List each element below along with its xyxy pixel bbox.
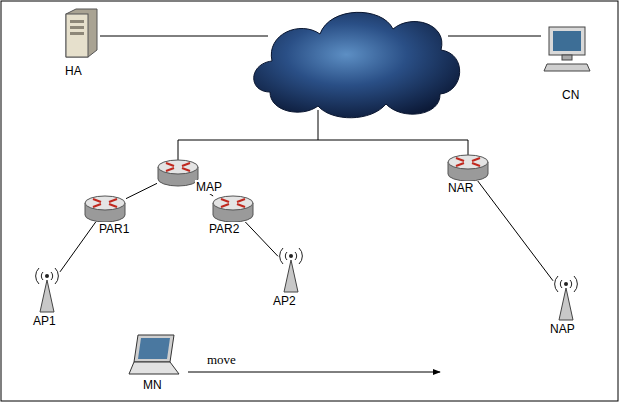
router-arrow (109, 199, 117, 202)
access-point-node: NAP (553, 276, 579, 320)
keyboard (544, 64, 590, 71)
network-link (126, 183, 157, 198)
router-arrow (109, 204, 117, 207)
device-label: MAP (195, 180, 223, 194)
internet-cloud (254, 12, 460, 117)
radio-wave (285, 252, 287, 260)
router-arrow (182, 163, 190, 166)
computer-node: CN (543, 26, 591, 72)
router-node: NAR (447, 155, 489, 181)
radio-wave (51, 272, 53, 280)
antenna-tower (40, 280, 54, 312)
router-node: PAR1 (84, 196, 126, 222)
antenna-tip (289, 254, 293, 258)
router-node: PAR2 (212, 196, 254, 222)
device-icon (543, 26, 591, 72)
laptop-lid (134, 335, 174, 362)
device-label: AP2 (272, 294, 297, 308)
device-icon (157, 160, 199, 186)
router-top (448, 155, 488, 169)
device-icon (553, 276, 579, 320)
device-icon (34, 268, 60, 312)
antenna-tip (45, 274, 49, 278)
router-node: MAP (157, 160, 199, 186)
device-label: AP1 (32, 314, 57, 328)
network-link (60, 222, 96, 272)
device-icon (62, 8, 98, 58)
network-link (245, 222, 278, 256)
router-arrow (93, 199, 101, 202)
device-label: PAR1 (98, 222, 130, 236)
drive-bay (70, 32, 84, 35)
device-icon (447, 155, 489, 181)
access-point-node: AP1 (34, 268, 60, 312)
screen (553, 31, 581, 51)
device-label: NAR (447, 181, 474, 195)
device-icon (278, 248, 304, 292)
server-side (66, 9, 97, 57)
radio-wave (574, 276, 577, 292)
device-label: HA (64, 64, 83, 78)
server-node: HA (62, 8, 98, 58)
radio-wave (280, 248, 283, 264)
router-arrow (237, 204, 245, 207)
router-arrow (166, 168, 174, 171)
laptop-keyboard (129, 362, 179, 374)
radio-wave (41, 272, 43, 280)
antenna-tower (559, 288, 573, 320)
monitor-stand (562, 55, 572, 60)
radio-wave (55, 268, 58, 284)
laptop-node: MN (128, 334, 180, 376)
network-link (478, 181, 553, 281)
radio-wave (295, 252, 297, 260)
router-arrow (166, 163, 174, 166)
device-label: CN (561, 88, 580, 102)
drive-bay (70, 20, 84, 23)
laptop-screen (138, 338, 170, 359)
network-link (178, 110, 468, 161)
radio-wave (555, 276, 558, 292)
router-arrow (456, 158, 464, 161)
router-top (213, 196, 253, 210)
router-top (158, 160, 198, 174)
movement-label: move (206, 352, 237, 367)
device-icon (84, 196, 126, 222)
movement-arrow (188, 372, 440, 373)
radio-wave (570, 280, 572, 288)
router-arrow (221, 199, 229, 202)
router-arrow (472, 163, 480, 166)
router-arrow (472, 158, 480, 161)
radio-wave (560, 280, 562, 288)
radio-wave (36, 268, 39, 284)
device-label: PAR2 (208, 222, 240, 236)
monitor (549, 27, 585, 55)
device-label: MN (142, 378, 163, 392)
router-arrow (182, 168, 190, 171)
router-arrow (456, 163, 464, 166)
router-arrow (237, 199, 245, 202)
antenna-tip (564, 282, 568, 286)
server-front (66, 14, 88, 57)
drive-bay (70, 26, 84, 29)
router-top (85, 196, 125, 210)
device-icon (212, 196, 254, 222)
network-link (100, 36, 268, 37)
device-label: NAP (549, 322, 576, 336)
network-link (448, 36, 541, 37)
router-arrow (93, 204, 101, 207)
radio-wave (299, 248, 302, 264)
access-point-node: AP2 (278, 248, 304, 292)
antenna-tower (284, 260, 298, 292)
device-icon (128, 334, 180, 376)
router-arrow (221, 204, 229, 207)
